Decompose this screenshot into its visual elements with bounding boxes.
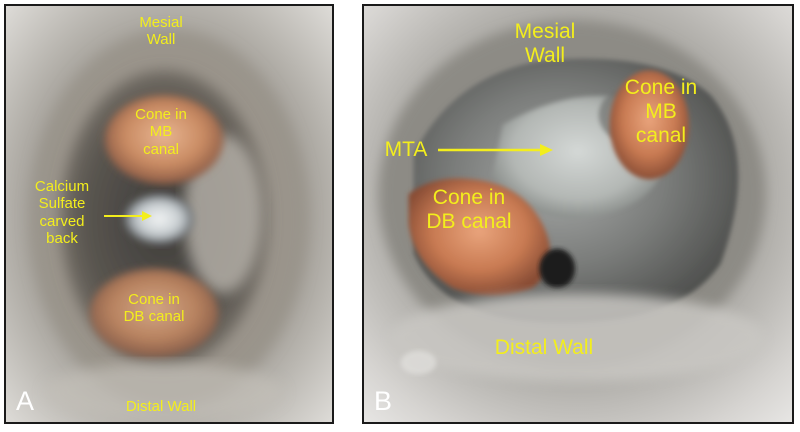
panel-a-photo: Mesial Wall Cone in MB canal Calcium Sul… (4, 4, 334, 424)
label-cone-mb-canal-b: Cone in MB canal (624, 76, 698, 148)
panel-b-photo: Mesial Wall Cone in MB canal MTA Cone in… (362, 4, 794, 424)
arrow-calcium-sulfate (104, 211, 152, 221)
microscope-image-b (364, 6, 792, 422)
label-distal-wall-a: Distal Wall (125, 398, 197, 415)
label-cone-mb-canal-a: Cone in MB canal (135, 106, 187, 158)
microscope-image-a (6, 6, 332, 422)
panel-letter-a: A (16, 386, 35, 416)
label-mta-b: MTA (384, 138, 428, 161)
label-mesial-wall-a: Mesial Wall (139, 14, 183, 49)
label-distal-wall-b: Distal Wall (494, 336, 594, 359)
label-calcium-sulfate-a: Calcium Sulfate carved back (34, 178, 90, 247)
label-cone-db-canal-a: Cone in DB canal (123, 291, 185, 326)
arrow-mta (438, 144, 553, 156)
panel-letter-b: B (374, 386, 393, 416)
label-mesial-wall-b: Mesial Wall (514, 20, 576, 68)
label-cone-db-canal-b: Cone in DB canal (426, 186, 512, 234)
